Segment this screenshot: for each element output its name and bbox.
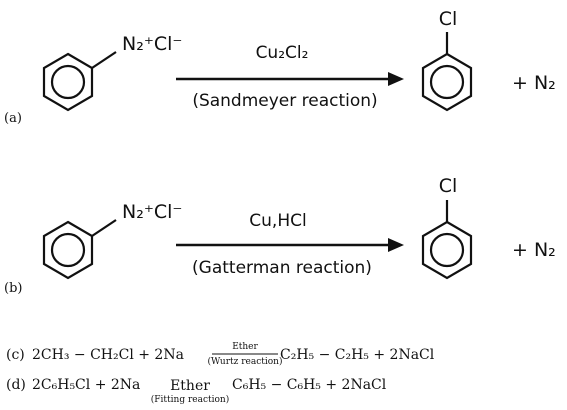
eq-d-under: (Fitting reaction): [151, 394, 229, 405]
reagent-b: Cu,HCl: [249, 211, 306, 231]
reagent-a: Cu₂Cl₂: [256, 43, 309, 63]
reaction-a: N₂⁺Cl⁻ (a) Cu₂Cl₂ (Sandmeyer reaction) C…: [4, 8, 556, 126]
eq-c-under: (Wurtz reaction): [208, 356, 283, 367]
reaction-b: N₂⁺Cl⁻ (b) Cu,HCl (Gatterman reaction) C…: [4, 175, 556, 296]
eq-d-rhs: C₆H₅ − C₆H₅ + 2NaCl: [232, 377, 387, 393]
tag-a: (a): [4, 111, 22, 126]
reaction-name-b: (Gatterman reaction): [192, 258, 372, 278]
coproduct-b: + N₂: [512, 239, 556, 261]
reaction-arrow-b: [176, 238, 404, 252]
eq-c-rhs: C₂H₅ − C₂H₅ + 2NaCl: [280, 347, 435, 363]
reaction-name-a: (Sandmeyer reaction): [192, 91, 377, 111]
eq-c-lhs: 2CH₃ − CH₂Cl + 2Na: [32, 347, 184, 363]
equations-cd: (c) 2CH₃ − CH₂Cl + 2Na Ether (Wurtz reac…: [6, 342, 435, 405]
benzene-ring-product-b: [421, 200, 473, 280]
diazonium-label-a: N₂⁺Cl⁻: [122, 33, 182, 55]
coproduct-a: + N₂: [512, 72, 556, 94]
equation-d: (d) 2C₆H₅Cl + 2Na Ether (Fitting reactio…: [6, 377, 387, 405]
eq-d-lhs: 2C₆H₅Cl + 2Na: [32, 377, 140, 393]
reaction-arrow-a: [176, 72, 404, 86]
diazonium-label-b: N₂⁺Cl⁻: [122, 201, 182, 223]
benzene-ring-reactant-b: [42, 219, 117, 280]
eq-d-over: Ether: [170, 378, 210, 394]
chloro-label-a: Cl: [439, 8, 458, 30]
eq-c-over: Ether: [232, 342, 258, 352]
benzene-ring-reactant-a: [42, 51, 117, 112]
equation-c: (c) 2CH₃ − CH₂Cl + 2Na Ether (Wurtz reac…: [6, 342, 435, 367]
tag-d: (d): [6, 377, 26, 393]
reaction-schemes: N₂⁺Cl⁻ (a) Cu₂Cl₂ (Sandmeyer reaction) C…: [4, 8, 556, 296]
benzene-ring-product-a: [421, 32, 473, 112]
chloro-label-b: Cl: [439, 175, 458, 197]
tag-b: (b): [4, 281, 22, 296]
tag-c: (c): [6, 347, 25, 363]
